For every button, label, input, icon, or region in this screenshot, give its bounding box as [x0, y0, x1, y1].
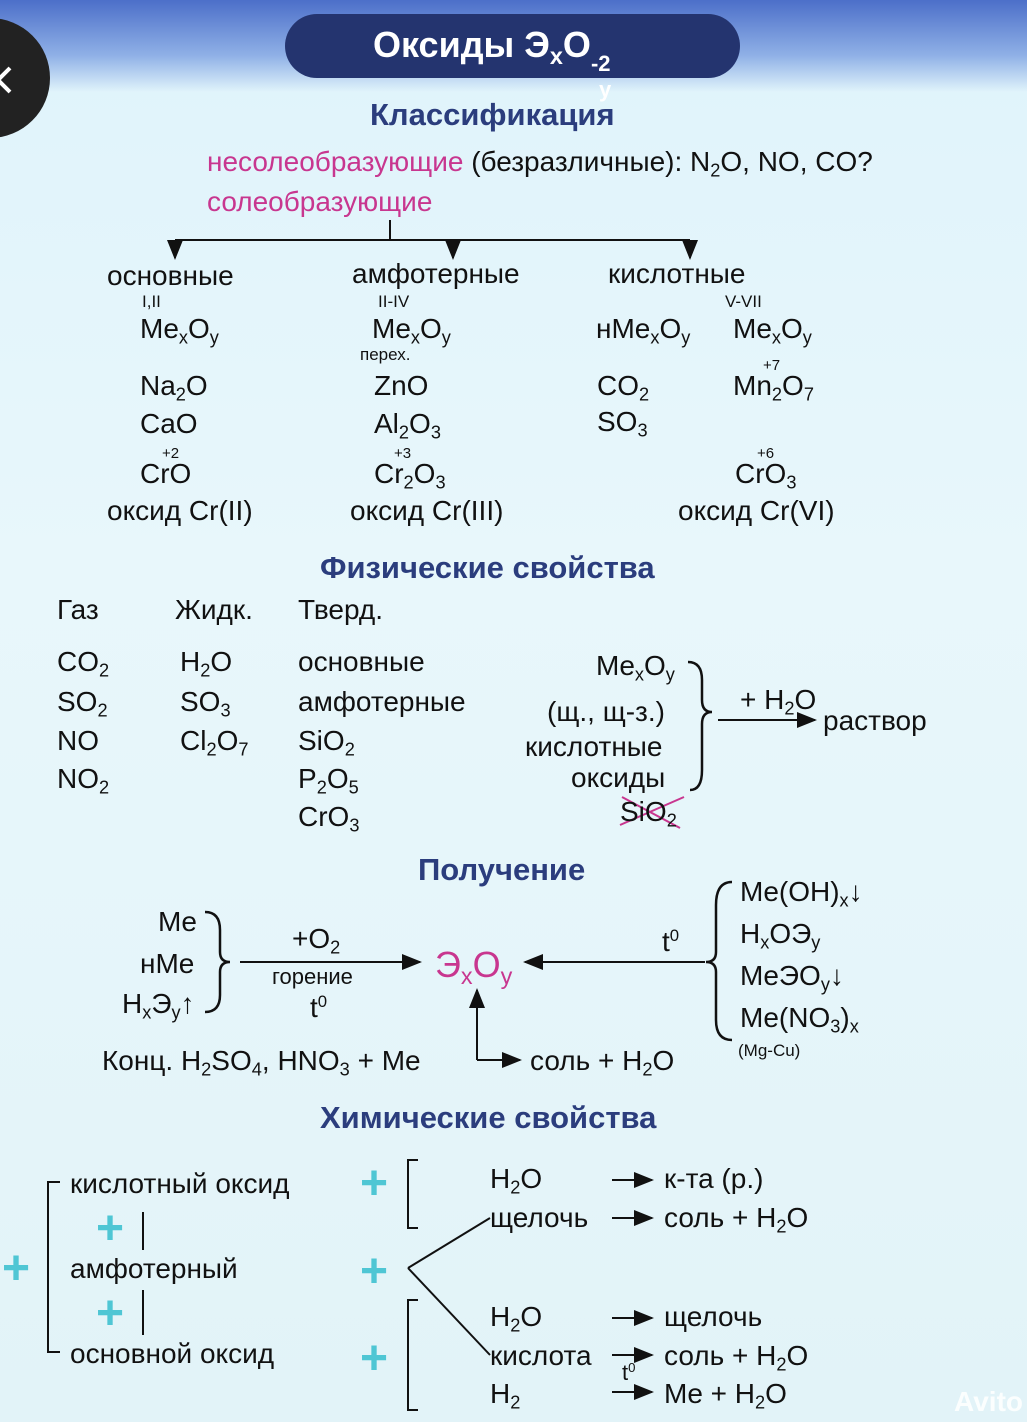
basic-product-alkali: щелочь: [664, 1301, 763, 1332]
temp-label-chem: t0: [622, 1360, 636, 1385]
decomp-acid: HxOЭy: [740, 918, 821, 953]
obtaining-heading: Получение: [418, 852, 586, 887]
plus-icon: +: [96, 1202, 125, 1255]
acid-react-alkali: щелочь: [490, 1202, 589, 1233]
plus-icon: +: [360, 1245, 389, 1298]
o2-label: +O2: [292, 923, 341, 958]
basic-product-metal: Me + H2O: [664, 1378, 787, 1413]
product-exoy: ЭxOy: [435, 944, 513, 990]
amph-label: амфотерные: [352, 258, 520, 289]
temp-label-right: t0: [662, 925, 680, 957]
acid-oxide-label: кислотный оксид: [70, 1168, 290, 1199]
solid-p2o5: P2O5: [298, 763, 359, 798]
reactant-me: Me: [158, 906, 197, 937]
brace-oxides: оксиды: [571, 762, 666, 793]
liquid-so3: SO3: [180, 686, 231, 721]
liquid-cl2o7: Cl2O7: [180, 725, 249, 760]
nonsalt-line: несолеобразующие (безразличные): N2O, NO…: [207, 146, 873, 181]
plus-icon: +: [2, 1242, 31, 1295]
amph-oxide-label: амфотерный: [70, 1253, 238, 1284]
chevron-left-icon: [0, 66, 12, 94]
acid-product-salt: соль + H2O: [664, 1202, 809, 1237]
decomp-hydroxide: Me(OH)x↓: [740, 876, 863, 911]
basic-product-salt: соль + H2O: [664, 1340, 809, 1375]
plus-water-label: + H2O: [740, 684, 817, 719]
acid-product-acid: к-та (р.): [664, 1163, 764, 1194]
acidic-label: кислотные: [608, 258, 746, 289]
basic-valence: I,II: [142, 292, 161, 311]
salt-forming-label: солеобразующие: [207, 186, 433, 217]
amph-valence: II-IV: [378, 292, 410, 311]
basic-label: основные: [107, 260, 234, 291]
temp-label-left: t0: [310, 991, 328, 1023]
amph-formula: MexOy: [372, 313, 451, 348]
basic-example-na2o: Na2O: [140, 370, 208, 405]
avito-watermark: Avito: [954, 1386, 1023, 1417]
conc-acid-line: Конц. H2SO4, HNO3 + Me: [102, 1045, 421, 1080]
acidic-example-co2: CO2: [597, 370, 650, 405]
gas-no: NO: [57, 725, 99, 756]
liquid-header: Жидк.: [175, 594, 253, 625]
cr6-oxide-label: оксид Cr(VI): [678, 495, 835, 526]
basic-example-cao: CaO: [140, 408, 198, 439]
amph-note: перех.: [360, 345, 411, 364]
solution-label: раствор: [823, 705, 927, 736]
plus-icon: +: [96, 1287, 125, 1340]
page-title: Оксиды ЭxO -2 y: [373, 24, 612, 102]
physical-heading: Физические свойства: [320, 550, 655, 585]
basic-formula: MexOy: [140, 313, 219, 348]
solid-sio2: SiO2: [298, 725, 355, 760]
solid-basic: основные: [298, 646, 425, 677]
gas-co2: CO2: [57, 646, 110, 681]
basic-react-water: H2O: [490, 1301, 543, 1336]
acid-react-water: H2O: [490, 1163, 543, 1198]
amph-example-zno: ZnO: [374, 370, 429, 401]
brace-alkali: (щ., щ-з.): [547, 696, 666, 727]
nitrate-note: (Mg-Cu): [738, 1041, 801, 1060]
brace-acidic: кислотные: [525, 731, 663, 762]
solid-cro3: CrO3: [298, 801, 360, 836]
solid-amph: амфотерные: [298, 686, 466, 717]
brace-meo: MexOy: [596, 650, 675, 685]
acidic-formula-nonmetal: нMexOy: [596, 313, 691, 348]
conc-products: соль + H2O: [530, 1045, 675, 1080]
basic-react-acid: кислота: [490, 1340, 592, 1371]
acidic-valence: V-VII: [725, 292, 762, 311]
chemical-heading: Химические свойства: [320, 1100, 657, 1135]
liquid-h2o: H2O: [180, 646, 233, 681]
solid-header: Тверд.: [298, 594, 384, 625]
basic-oxide-label: основной оксид: [70, 1338, 275, 1369]
basic-react-h2: H2: [490, 1378, 521, 1413]
brace-sio2-excluded: SiO2: [620, 796, 677, 831]
back-button[interactable]: [0, 18, 50, 138]
plus-icon: +: [360, 1157, 389, 1210]
decomp-salt: MeЭOy↓: [740, 960, 844, 995]
cr3-oxide-label: оксид Cr(III): [350, 495, 504, 526]
reactant-nme: нMe: [140, 948, 195, 979]
decomp-nitrate: Me(NO3)x: [740, 1002, 859, 1037]
gas-header: Газ: [57, 594, 99, 625]
acidic-example-so3: SO3: [597, 406, 648, 441]
amph-example-al2o3: Al2O3: [374, 408, 441, 443]
gas-so2: SO2: [57, 686, 108, 721]
plus-icon: +: [360, 1332, 389, 1385]
classification-heading: Классификация: [370, 97, 615, 132]
cr2-oxide-label: оксид Cr(II): [107, 495, 253, 526]
burning-label: горение: [272, 964, 353, 989]
reactant-hxey: HxЭy↑: [122, 988, 195, 1023]
title-pill: Оксиды ЭxO -2 y: [285, 14, 740, 102]
gas-no2: NO2: [57, 763, 110, 798]
acidic-formula-metal: MexOy: [733, 313, 812, 348]
